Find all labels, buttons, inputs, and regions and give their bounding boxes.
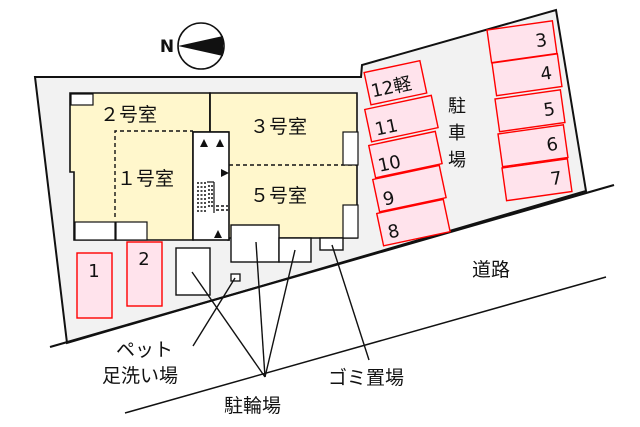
stair-arrow-up-left	[200, 139, 208, 147]
utility-box	[74, 221, 116, 241]
road-label: 道路	[472, 259, 510, 281]
compass-label: N	[160, 37, 174, 57]
bicycle-parking-a	[230, 224, 280, 263]
room-1-boundary	[114, 130, 193, 217]
stair-steps	[197, 181, 228, 213]
utility-box	[70, 93, 94, 106]
leader-garbage	[331, 244, 370, 361]
svg-text:駐: 駐	[448, 96, 466, 117]
pet-wash-label-line1: ペット	[116, 339, 173, 361]
svg-text:場: 場	[448, 150, 466, 171]
leader-bicycle-b	[264, 249, 296, 378]
svg-text:10: 10	[376, 151, 403, 176]
leader-bicycle-a	[255, 241, 266, 378]
svg-text:11: 11	[373, 115, 400, 140]
leader-bicycle-c	[191, 271, 266, 378]
room-label-5: ５号室	[250, 185, 307, 207]
garbage-area	[319, 237, 344, 251]
front-stall-1: 1	[76, 252, 113, 319]
bicycle-parking-c	[175, 247, 211, 296]
building: ２号室 １号室 ３号室 ５号室	[69, 92, 359, 241]
svg-text:6: 6	[545, 134, 559, 156]
stair-arrow-right	[221, 169, 229, 177]
parking-stall-10: 10	[367, 130, 443, 179]
north-arrow-icon	[178, 36, 223, 56]
compass: N	[160, 22, 225, 70]
pet-wash-label-line2: 足洗い場	[102, 365, 178, 387]
svg-text:4: 4	[539, 63, 553, 85]
parking-stall-12: 12軽	[363, 59, 428, 106]
parking-stall-11: 11	[363, 94, 439, 143]
svg-text:9: 9	[381, 188, 397, 211]
parking-stall-4: 4	[491, 53, 563, 97]
stair-arrow-up-right	[216, 139, 224, 147]
parking-stall-5: 5	[494, 89, 566, 133]
front-stall-2: 2	[126, 241, 163, 307]
parking-stall-6: 6	[497, 124, 569, 168]
svg-text:5: 5	[542, 99, 556, 121]
parking-stall-7: 7	[501, 158, 573, 202]
callout-lines	[191, 241, 370, 378]
svg-text:1: 1	[88, 261, 99, 282]
parking-right-column: 3 4 5 6 7	[486, 20, 573, 202]
road-edge-upper	[49, 183, 615, 349]
utility-box	[342, 131, 359, 166]
parking-stall-9: 9	[371, 164, 447, 213]
parking-lot-label: 駐 車 場	[448, 96, 466, 171]
room-label-3: ３号室	[250, 116, 307, 138]
leader-pet-wash	[192, 277, 236, 347]
garbage-label: ゴミ置場	[328, 367, 404, 389]
svg-text:車: 車	[448, 123, 466, 144]
bicycle-parking-label: 駐輪場	[224, 395, 281, 417]
svg-text:8: 8	[386, 220, 402, 243]
utility-box	[115, 221, 148, 241]
svg-text:3: 3	[534, 30, 548, 52]
utility-box	[342, 204, 359, 239]
parking-left-column: 12軽 11 10 9 8	[363, 59, 451, 247]
pet-wash-area	[230, 273, 241, 282]
room-label-2: ２号室	[100, 104, 157, 126]
bicycle-parking-b	[278, 237, 312, 263]
room-label-1: １号室	[117, 168, 174, 190]
parking-stall-3: 3	[486, 20, 558, 64]
parking-stall-8: 8	[375, 198, 451, 247]
stair-arrow-up-bottom	[214, 230, 222, 238]
road-edge-lower	[124, 276, 607, 414]
svg-text:7: 7	[549, 168, 563, 190]
svg-text:2: 2	[138, 249, 149, 270]
